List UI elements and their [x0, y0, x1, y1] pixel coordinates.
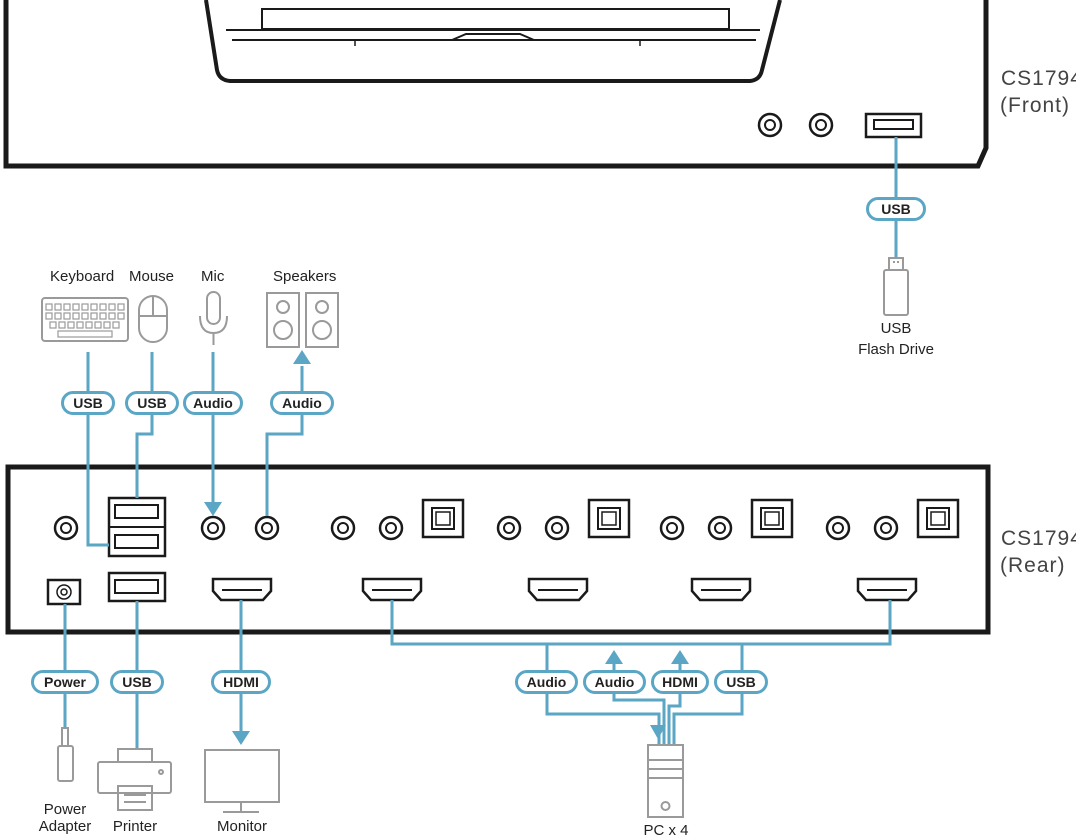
- rear-hdmi-console-port: [211, 577, 273, 602]
- pc-audio-out-cable-label: Audio: [583, 670, 646, 694]
- mouse-icon: [138, 295, 168, 343]
- rear-unit-body: [5, 464, 991, 635]
- printer-icon: [97, 748, 172, 811]
- keyboard-cable: [86, 352, 109, 547]
- pc-usb-b-port: [421, 498, 465, 539]
- pc-audio-jack: [659, 515, 685, 541]
- pc-audio-in-cable-label: Audio: [515, 670, 578, 694]
- pc-audio-jack: [378, 515, 404, 541]
- pc-port-groups: [330, 498, 960, 602]
- front-audio-jack-1: [757, 112, 783, 138]
- cables: [63, 137, 898, 748]
- mouse-label: Mouse: [129, 268, 175, 285]
- rear-unit-model: CS1794: [1001, 527, 1076, 550]
- front-slot: [261, 8, 730, 30]
- pc-audio-jack: [825, 515, 851, 541]
- pc-audio-out-arrow: [605, 650, 623, 664]
- pc-usb-b-port: [587, 498, 631, 539]
- mic-audio-cable-label: Audio: [183, 391, 243, 415]
- pc-usb-b-port: [916, 498, 960, 539]
- flash-drive-label-2: Flash Drive: [858, 341, 934, 358]
- mouse-usb-cable-label: USB: [125, 391, 179, 415]
- pc-input-arrow: [650, 725, 666, 739]
- pc-usb-b-port: [750, 498, 794, 539]
- pc-tower-icon: [647, 744, 684, 818]
- front-unit-model: CS1794: [1001, 67, 1076, 90]
- pc-hdmi-port: [690, 577, 752, 602]
- pc-port-group-2: [496, 498, 631, 602]
- power-adapter-icon: [57, 727, 74, 782]
- mic-arrow: [204, 502, 222, 516]
- pc-port-group-3: [659, 498, 794, 602]
- power-adapter-label-1: Power: [43, 801, 87, 818]
- pc-hdmi-port: [527, 577, 589, 602]
- printer-label: Printer: [112, 818, 158, 835]
- front-audio-jack-2: [808, 112, 834, 138]
- pc-label: PC x 4: [643, 822, 689, 839]
- flash-drive-icon: [883, 257, 909, 316]
- power-cable-label: Power: [31, 670, 99, 694]
- pc-hdmi-port: [361, 577, 423, 602]
- pc-audio-jack: [544, 515, 570, 541]
- arrows: [204, 350, 689, 745]
- printer-usb-cable-label: USB: [110, 670, 164, 694]
- speakers-label: Speakers: [273, 268, 337, 285]
- pc-hdmi-arrow: [671, 650, 689, 664]
- front-console-tray: [204, 0, 782, 83]
- pc-port-group-4: [825, 498, 960, 602]
- keyboard-icon: [41, 297, 129, 342]
- flash-drive-label-1: USB: [880, 320, 912, 337]
- pc-port-group-1: [330, 498, 465, 602]
- rear-unit: [5, 464, 991, 635]
- monitor-label: Monitor: [216, 818, 268, 835]
- pc-hdmi-cable-label: HDMI: [651, 670, 709, 694]
- monitor-icon: [204, 749, 280, 813]
- speaker-arrow: [293, 350, 311, 364]
- monitor-arrow: [232, 731, 250, 745]
- front-usb-cable-label: USB: [866, 197, 926, 221]
- pc-bus-cable: [390, 600, 892, 745]
- mic-icon: [199, 291, 228, 345]
- pc-audio-jack: [330, 515, 356, 541]
- rear-unit-side: (Rear): [1000, 554, 1066, 577]
- keyboard-label: Keyboard: [50, 268, 115, 285]
- mic-label: Mic: [201, 268, 225, 285]
- speakers-icon: [266, 292, 339, 348]
- monitor-hdmi-cable-label: HDMI: [211, 670, 271, 694]
- speakers-audio-cable-label: Audio: [270, 391, 334, 415]
- power-adapter-label-2: Adapter: [38, 818, 92, 835]
- front-unit: [3, 0, 989, 169]
- pc-audio-jack: [496, 515, 522, 541]
- keyboard-usb-cable-label: USB: [61, 391, 115, 415]
- pc-usb-cable-label: USB: [714, 670, 768, 694]
- front-usb-port: [864, 112, 923, 139]
- front-unit-side: (Front): [1000, 94, 1070, 117]
- pc-hdmi-port: [856, 577, 918, 602]
- pc-audio-jack: [873, 515, 899, 541]
- pc-audio-jack: [707, 515, 733, 541]
